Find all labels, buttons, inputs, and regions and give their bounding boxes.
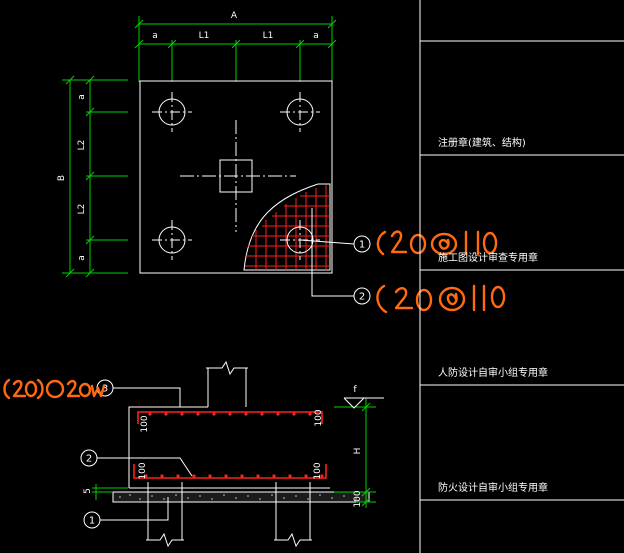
dim-seg-L2-top: L2 <box>77 140 87 151</box>
pile-centerlines <box>152 92 320 260</box>
section-view: 100 100 100 100 <box>83 360 384 548</box>
column-centerlines <box>180 120 296 232</box>
top-rebar-dots <box>148 412 312 416</box>
lean-concrete-hatch <box>119 494 357 500</box>
cover-100-bot-left: 100 <box>138 462 148 479</box>
dim-seg-a-bottom: a <box>77 255 87 261</box>
piles-section <box>146 482 312 548</box>
plan-view: A a L1 L1 a B a L2 L2 a <box>57 11 337 278</box>
elevation-marker <box>343 397 384 409</box>
base-label-100: 100 <box>353 490 363 507</box>
dim-total-B: B <box>57 175 67 181</box>
footing-plan-outline <box>139 80 333 274</box>
cover-100-top-left: 100 <box>140 415 150 432</box>
top-rebar <box>137 411 323 424</box>
embed-label-5: 5 <box>83 488 93 494</box>
dim-seg-L1-right: L1 <box>263 31 274 41</box>
handwritten-note-plan-2 <box>376 284 506 314</box>
rebar-mesh-cutaway <box>243 183 331 271</box>
plan-callouts: 1 2 <box>299 208 371 305</box>
handwritten-note-section-3 <box>3 378 106 400</box>
elevation-label-f: f <box>353 385 357 395</box>
callout-2-circle-section <box>80 449 98 467</box>
dim-seg-L1-left: L1 <box>199 31 210 41</box>
section-left-dimension <box>92 484 128 500</box>
callout-1-label-section: 1 <box>89 516 95 527</box>
callout-3-label-section: 3 <box>102 384 108 395</box>
callout-2-label-section: 2 <box>86 454 92 465</box>
pile-cap-section-outline <box>128 406 208 488</box>
bottom-rebar <box>133 464 327 479</box>
top-dimension <box>134 16 337 82</box>
stamp-row-review: 施工图设计审查专用章 <box>438 251 538 264</box>
cover-100-bot-right: 100 <box>313 462 323 479</box>
callout-1-label-plan: 1 <box>359 240 365 251</box>
stamp-table: 注册章(建筑、结构) 施工图设计审查专用章 人防设计自审小组专用章 防火设计自审… <box>419 0 624 553</box>
dim-seg-a-left: a <box>152 31 158 41</box>
cover-100-top-right: 100 <box>314 409 324 426</box>
column-section <box>206 360 248 407</box>
callout-1-circle-section <box>83 511 101 529</box>
dim-seg-a-right: a <box>313 31 319 41</box>
callout-2-label-plan: 2 <box>359 292 365 303</box>
stamp-row-fire: 防火设计自审小组专用章 <box>438 481 548 494</box>
callout-2-circle-plan <box>353 287 371 305</box>
dim-seg-L2-bottom: L2 <box>77 204 87 215</box>
stamp-row-registration: 注册章(建筑、结构) <box>438 136 526 149</box>
dim-seg-a-top: a <box>77 94 87 100</box>
section-callouts: 3 2 1 <box>80 379 193 529</box>
height-label-H: H <box>353 448 363 455</box>
left-dimension <box>62 75 128 278</box>
bottom-rebar-dots <box>144 474 324 478</box>
lean-concrete-layer <box>112 491 370 503</box>
callout-1-circle-plan <box>353 235 371 253</box>
dim-total-A: A <box>231 11 238 21</box>
stamp-row-civil-defense: 人防设计自审小组专用章 <box>438 366 548 379</box>
handwritten-note-plan-1 <box>376 230 498 256</box>
